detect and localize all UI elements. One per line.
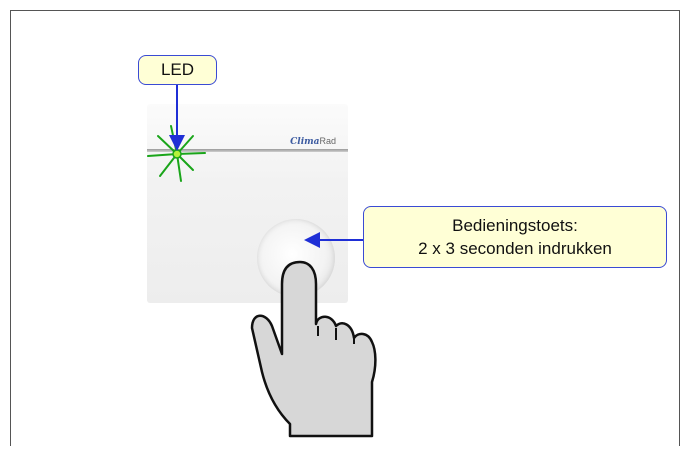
led-callout: LED — [138, 55, 217, 85]
device-divider-line — [147, 149, 348, 152]
led-burst-icon — [147, 125, 206, 182]
led-callout-label: LED — [160, 60, 195, 79]
button-callout: Bedieningstoets: 2 x 3 seconden indrukke… — [363, 206, 667, 268]
button-callout-line2: 2 x 3 seconden indrukken — [418, 239, 612, 258]
hand-pointer-icon — [250, 260, 377, 438]
figure-frame — [10, 10, 680, 446]
device-brand-logo: ClimaRad — [290, 136, 336, 147]
button-callout-line1: Bedieningstoets: — [452, 216, 578, 235]
